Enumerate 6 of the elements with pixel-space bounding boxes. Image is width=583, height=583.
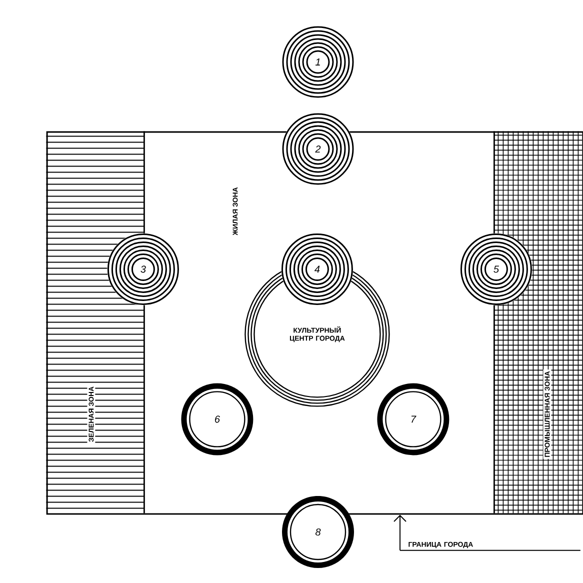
node-label: 2	[315, 146, 321, 152]
leader-line	[394, 514, 406, 551]
city-boundary	[46, 131, 583, 515]
node-label: 3	[140, 266, 146, 273]
node-label: 4	[314, 266, 320, 273]
node-label: 5	[494, 266, 500, 273]
